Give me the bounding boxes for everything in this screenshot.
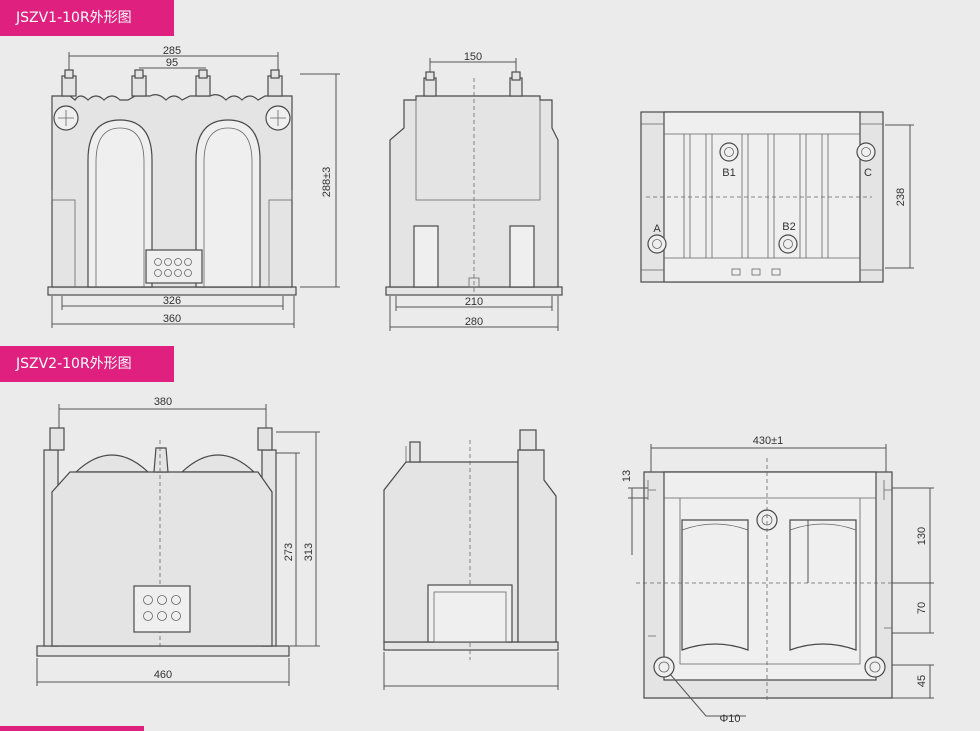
dim-95: 95 [166,57,178,69]
label-a: A [653,223,661,235]
dim-45: 45 [916,675,928,687]
base-plate [36,645,290,657]
bushings [61,69,283,97]
dim-280: 280 [465,316,483,328]
base-plate [47,286,297,296]
label-c: C [864,167,872,179]
terminal-a [647,234,667,254]
jszv1-side-view: 150 210 280 [385,51,563,331]
dim-460: 460 [154,669,172,681]
mount-hole-left [653,656,675,678]
dim-380: 380 [154,396,172,408]
dim-285: 285 [163,45,181,57]
section-divider [0,726,144,731]
dim-326: 326 [163,295,181,307]
label-b2: B2 [782,221,795,233]
dim-430: 430±1 [753,435,784,447]
jszv2-side-view [383,429,559,690]
terminal-box [133,585,191,633]
jszv2-top-view: 430±1 13 130 70 45 Φ10 [621,435,934,725]
dim-313: 313 [303,543,315,561]
dim-13: 13 [621,470,633,482]
dim-288: 288±3 [321,167,333,198]
main-body [51,471,273,647]
jszv1-front-view: 285 95 288±3 326 360 [47,45,340,328]
section-title-jszv2: JSZV2-10R外形图 [0,346,174,382]
dim-273: 273 [283,543,295,561]
jszv1-top-view: B1 C A B2 238 [640,111,914,283]
terminal-box [145,249,203,284]
dim-150: 150 [464,51,482,63]
dim-130: 130 [916,527,928,545]
terminal-b1 [719,142,739,162]
jszv2-front-view: 380 273 313 460 [36,396,320,686]
left-arch [87,119,153,288]
dim-238: 238 [895,188,907,206]
dim-70: 70 [916,602,928,614]
label-b1: B1 [722,167,735,179]
right-arch [195,119,261,288]
terminal-b2 [778,234,798,254]
section-title-jszv1: JSZV1-10R外形图 [0,0,174,36]
dim-360: 360 [163,313,181,325]
terminal-c [856,142,876,162]
dim-210: 210 [465,296,483,308]
mount-hole-right [864,656,886,678]
base-plate [383,641,559,651]
dim-hole-diameter: Φ10 [719,713,740,725]
